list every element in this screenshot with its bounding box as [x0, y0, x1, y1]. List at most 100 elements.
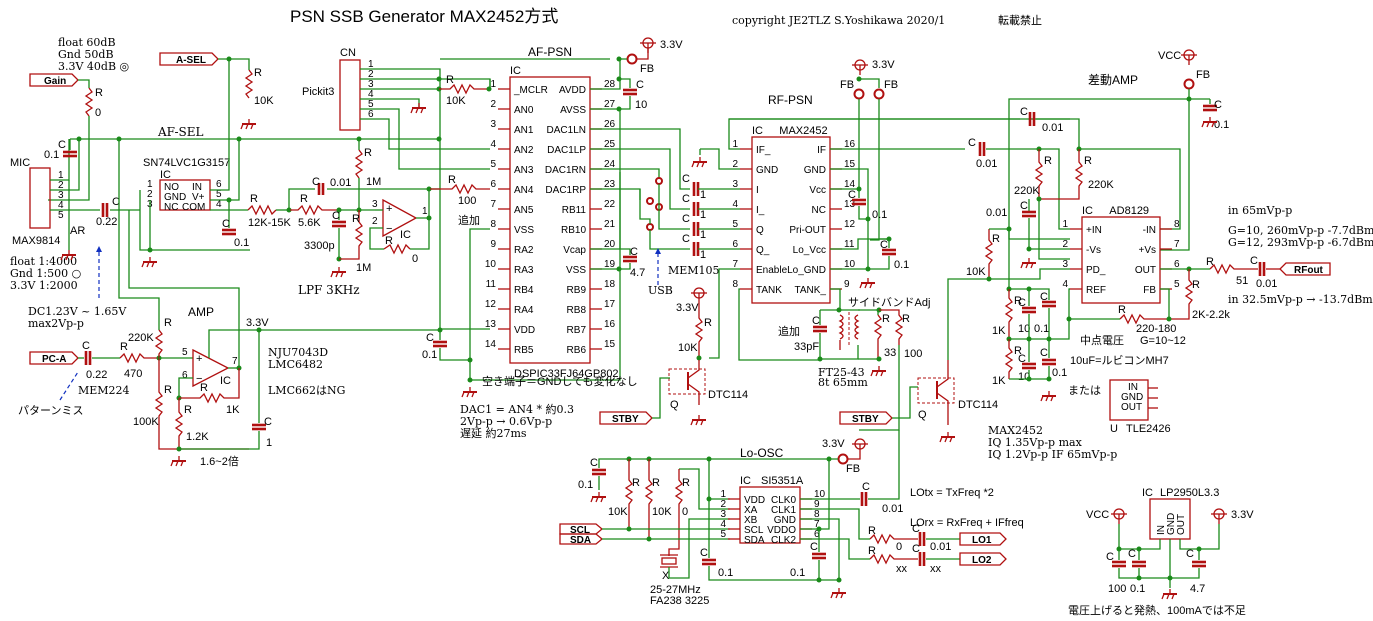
svg-text:−: −: [196, 373, 202, 385]
pin-name: Lo_GND: [787, 265, 826, 276]
arrow-pattern-miss: [59, 371, 79, 401]
pin-name: RA2: [514, 245, 534, 256]
pin-number: 3: [720, 509, 726, 520]
pin-number: 13: [844, 199, 856, 210]
cap-note: 10uF=ルビコンMH7: [1070, 354, 1169, 367]
svg-text:C: C: [82, 340, 90, 352]
port-lo2[interactable]: LO2: [959, 552, 1007, 566]
ic-part: AD8129: [1109, 205, 1149, 217]
svg-text:SN74LVC1G3157: SN74LVC1G3157: [143, 157, 230, 169]
ic-ref: IC: [510, 65, 521, 77]
mic-module: MIC 1 2 3 4 5 AR MAX9814: [10, 157, 85, 247]
svg-text:GND: GND: [1166, 513, 1177, 535]
svg-text:C: C: [1040, 291, 1048, 303]
svg-text:1M: 1M: [366, 176, 381, 188]
svg-text:C: C: [880, 239, 888, 251]
svg-text:100: 100: [904, 348, 922, 360]
svg-text:0.22: 0.22: [96, 216, 117, 228]
svg-text:3.3V: 3.3V: [676, 302, 699, 314]
port-rfout[interactable]: RFout: [1279, 262, 1331, 276]
svg-text:Pickit3: Pickit3: [302, 86, 334, 98]
svg-text:OUT: OUT: [1176, 514, 1187, 535]
svg-text:0.01: 0.01: [882, 503, 903, 515]
svg-text:1: 1: [422, 206, 428, 217]
pin-name: Q: [756, 225, 764, 236]
pin-name: RB8: [567, 305, 587, 316]
port-lo1[interactable]: LO1: [959, 532, 1007, 546]
page-title: PSN SSB Generator MAX2452方式: [290, 7, 558, 26]
pin-name: SDA: [744, 535, 765, 546]
port-scl[interactable]: SCL: [559, 523, 604, 536]
svg-text:R: R: [95, 87, 103, 99]
pin-number: 3: [732, 179, 738, 190]
added-note-1: 追加: [458, 213, 480, 227]
pin-name: RB10: [561, 225, 586, 236]
svg-text:0.1: 0.1: [234, 237, 249, 249]
svg-text:51: 51: [1236, 275, 1248, 287]
svg-text:1: 1: [700, 229, 706, 241]
svg-text:0.1: 0.1: [790, 567, 805, 579]
section-af-psn: AF-PSN: [528, 45, 572, 59]
svg-text:1M: 1M: [356, 262, 371, 274]
pin-name: +IN: [1086, 225, 1102, 236]
svg-text:R: R: [385, 235, 393, 247]
svg-text:IQ 1.35Vp-p max: IQ 1.35Vp-p max: [988, 436, 1083, 449]
svg-text:C: C: [636, 79, 644, 91]
svg-text:R: R: [1014, 345, 1022, 357]
section-lo-osc: Lo-OSC: [740, 446, 784, 460]
pin-number: 8: [732, 279, 738, 290]
transistor-dtc114-1[interactable]: [668, 360, 706, 405]
pin-name: GND: [756, 165, 778, 176]
pin-name: CLK2: [771, 535, 796, 546]
svg-text:12K-15K: 12K-15K: [248, 217, 291, 229]
svg-text:R: R: [704, 317, 712, 329]
svg-text:0.01: 0.01: [986, 207, 1007, 219]
port-a-sel[interactable]: A-SEL: [159, 52, 219, 66]
port-stby-1[interactable]: STBY: [599, 411, 653, 425]
transistor-dtc114-2[interactable]: [917, 360, 955, 425]
pin-number: 24: [604, 159, 616, 170]
svg-text:100: 100: [458, 195, 476, 207]
svg-text:C: C: [682, 173, 690, 185]
no-reprint-text: 転載禁止: [998, 14, 1042, 27]
port-sda[interactable]: SDA: [559, 533, 604, 546]
svg-text:3300p: 3300p: [304, 240, 335, 252]
port-stby-2[interactable]: STBY: [839, 411, 893, 425]
svg-text:VCC: VCC: [1086, 509, 1109, 521]
svg-text:IN: IN: [1156, 525, 1167, 535]
port-pc-a[interactable]: PC-A: [29, 351, 79, 365]
pin-number: 21: [604, 219, 616, 230]
ic-body: [1081, 216, 1161, 304]
svg-text:R: R: [254, 67, 262, 79]
ic-ref: IC: [752, 125, 763, 137]
svg-text:5.6K: 5.6K: [298, 217, 321, 229]
pin-number: 15: [604, 339, 616, 350]
port-gain[interactable]: Gain: [29, 73, 79, 87]
section-sideband-adj: サイドバンドAdj: [848, 296, 930, 309]
pin-name: FB: [1143, 285, 1156, 296]
pin-name: -Vs: [1086, 245, 1101, 256]
pin-name: VSS: [514, 225, 534, 236]
svg-text:8t 65mm: 8t 65mm: [818, 376, 868, 389]
pin-name: DAC1RN: [545, 165, 586, 176]
lotx-note: LOtx = TxFreq *2: [910, 487, 994, 499]
svg-text:xx: xx: [930, 563, 942, 575]
svg-text:LP2950L3.3: LP2950L3.3: [1160, 487, 1219, 499]
pin-name: VDD: [744, 495, 765, 506]
pin-number: 3: [490, 119, 496, 130]
pin-name: VSS: [566, 265, 586, 276]
svg-text:C: C: [682, 193, 690, 205]
unused-pins-note: 空き端子＝GNDしても変化なし: [482, 374, 638, 388]
svg-text:0.01: 0.01: [1256, 278, 1277, 290]
svg-text:10K: 10K: [446, 95, 466, 107]
svg-text:PC-A: PC-A: [42, 354, 66, 365]
svg-text:LO1: LO1: [972, 535, 992, 546]
svg-text:220-180: 220-180: [1136, 323, 1176, 335]
pin-name: RB7: [567, 325, 587, 336]
svg-text:0.1: 0.1: [872, 209, 887, 221]
svg-text:0: 0: [412, 253, 418, 265]
pin-name: RB11: [562, 205, 587, 216]
svg-text:C: C: [1020, 106, 1028, 118]
pin-number: 28: [604, 79, 616, 90]
